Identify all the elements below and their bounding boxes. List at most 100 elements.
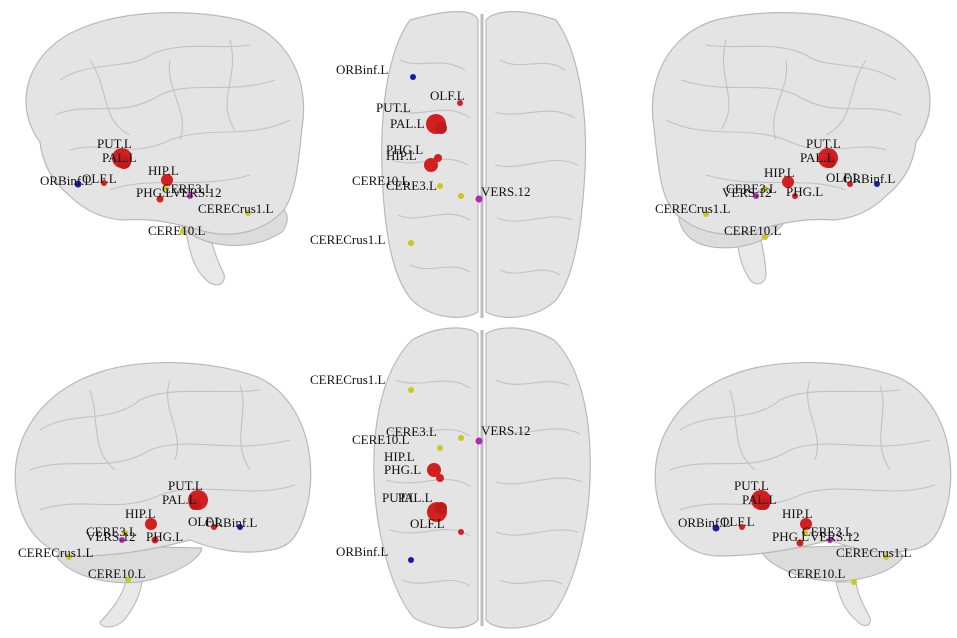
- label-HIP-L: HIP.L: [782, 506, 813, 521]
- node-ORBinf-L: [408, 557, 414, 563]
- node-PAL-L: [435, 502, 447, 514]
- node-PHG-L: [156, 195, 164, 203]
- label-PAL-L: PAL.L: [800, 150, 835, 165]
- label-CERECrus1-L: CERECrus1.L: [836, 545, 912, 560]
- brain-mesh: [14, 362, 312, 628]
- label-CERE3-L: CERE3.L: [162, 181, 213, 196]
- node-HIP-L: [800, 518, 812, 530]
- node-ORBinf-L: [712, 524, 720, 532]
- label-CERE3-L: CERE3.L: [386, 424, 437, 439]
- label-PHG-L: PHG.L: [136, 185, 173, 200]
- node-ORBinf-L: [237, 524, 243, 530]
- node-HIP-L: [427, 463, 441, 477]
- node-HIP-L: [161, 174, 173, 186]
- node-CERECrus1-L: [66, 554, 72, 560]
- label-CERECrus1-L: CERECrus1.L: [310, 232, 386, 247]
- node-PHG-L: [796, 539, 804, 547]
- node-ORBinf-L: [874, 181, 880, 187]
- node-VERS-12: [187, 193, 193, 199]
- label-PUT-L: PUT.L: [382, 490, 417, 505]
- node-OLF-L: [847, 181, 853, 187]
- label-VERS-12: VERS.12: [810, 529, 859, 544]
- node-OLF-L: [458, 529, 464, 535]
- node-CERE10-L: [437, 183, 443, 189]
- node-OLF-L: [739, 524, 745, 530]
- brain-mesh: [654, 362, 952, 627]
- label-VERS-12: VERS.12: [172, 185, 221, 200]
- label-CERE10-L: CERE10.L: [88, 566, 145, 581]
- label-ORBinf-L: ORBinf.L: [40, 173, 92, 188]
- node-VERS-12: [475, 195, 483, 203]
- node-OLF-L: [101, 180, 107, 186]
- node-CERECrus1-L: [408, 387, 414, 393]
- label-CERE3-L: CERE3.L: [86, 524, 137, 539]
- node-CERE10-L: [437, 445, 443, 451]
- label-PUT-L: PUT.L: [168, 478, 203, 493]
- label-CERECrus1-L: CERECrus1.L: [198, 201, 274, 216]
- label-OLF-L: OLF.L: [720, 514, 755, 529]
- node-CERECrus1-L: [883, 554, 889, 560]
- node-CERE3-L: [122, 530, 128, 536]
- node-PHG-L: [792, 193, 798, 199]
- node-ORBinf-L: [74, 180, 82, 188]
- label-CERECrus1-L: CERECrus1.L: [655, 201, 731, 216]
- node-VERS-12: [827, 537, 833, 543]
- label-VERS-12: VERS.12: [86, 529, 135, 544]
- panel-posterior-coronal-bottom: PUT.L PAL.L HIP.L OLF.L ORBinf.L CERE3.L…: [14, 362, 312, 628]
- label-OLF-L: OLF.L: [826, 170, 861, 185]
- node-CERECrus1-L: [703, 211, 709, 217]
- label-PAL-L: PAL.L: [398, 490, 433, 505]
- node-VERS-12: [753, 193, 759, 199]
- label-OLF-L: OLF.L: [82, 171, 117, 186]
- label-CERECrus1-L: CERECrus1.L: [18, 545, 94, 560]
- label-OLF-L: OLF.L: [410, 516, 445, 531]
- node-PAL-L: [758, 498, 770, 510]
- label-HIP-L: HIP.L: [764, 165, 795, 180]
- label-OLF-L: OLF.L: [188, 514, 223, 529]
- node-CERE10-L: [762, 234, 768, 240]
- label-ORBinf-L: ORBinf.L: [336, 544, 388, 559]
- label-VERS-12: VERS.12: [481, 184, 530, 199]
- node-PAL-L: [435, 122, 447, 134]
- label-PUT-L: PUT.L: [806, 136, 841, 151]
- label-CERE10-L: CERE10.L: [724, 223, 781, 238]
- label-CERECrus1-L: CERECrus1.L: [310, 372, 386, 387]
- node-VERS-12: [475, 437, 483, 445]
- node-PHG-L: [151, 536, 159, 544]
- label-HIP-L: HIP.L: [148, 163, 179, 178]
- label-PAL-L: PAL.L: [742, 492, 777, 507]
- label-PHG-L: PHG.L: [772, 529, 809, 544]
- node-PAL-L: [117, 155, 131, 169]
- label-PAL-L: PAL.L: [390, 116, 425, 131]
- panel-left-sagittal-top: PUT.L PAL.L HIP.L ORBinf.L OLF.L CERE3.L…: [25, 12, 305, 286]
- label-PUT-L: PUT.L: [97, 136, 132, 151]
- label-ORBinf-L: ORBinf.L: [336, 62, 388, 77]
- node-CERE10-L: [851, 579, 857, 585]
- brain-mesh: [651, 12, 931, 285]
- node-CERE3-L: [762, 186, 768, 192]
- panel-ventral-axial-bottom: CERECrus1.L CERE3.L VERS.12 CERE10.L HIP…: [310, 327, 591, 629]
- brain-mesh: [25, 12, 305, 286]
- label-ORBinf-L: ORBinf.L: [843, 171, 895, 186]
- label-HIP-L: HIP.L: [386, 148, 417, 163]
- label-HIP-L: HIP.L: [384, 449, 415, 464]
- node-CERE10-L: [125, 577, 131, 583]
- label-PHG-L: PHG.L: [786, 184, 823, 199]
- brain-mesh: [381, 11, 587, 318]
- label-PUT-L: PUT.L: [734, 478, 769, 493]
- label-CERE10-L: CERE10.L: [352, 432, 409, 447]
- node-CERE3-L: [458, 193, 464, 199]
- panel-right-sagittal-top: PUT.L PAL.L HIP.L OLF.L ORBinf.L CERE3.L…: [651, 12, 931, 285]
- node-PHG-L: [434, 154, 442, 162]
- node-VERS-12: [119, 537, 125, 543]
- panel-dorsal-axial-top: ORBinf.L OLF.L PUT.L PAL.L PHG.L HIP.L C…: [310, 11, 587, 318]
- label-PAL-L: PAL.L: [162, 492, 197, 507]
- label-PHG-L: PHG.L: [384, 462, 421, 477]
- node-CERECrus1-L: [245, 210, 251, 216]
- node-CERE10-L: [180, 228, 186, 234]
- label-CERE10-L: CERE10.L: [148, 223, 205, 238]
- label-OLF-L: OLF.L: [430, 88, 465, 103]
- label-ORBinf-L: ORBinf.L: [678, 515, 730, 530]
- node-CERE3-L: [163, 186, 169, 192]
- label-PHG-L: PHG.L: [386, 142, 423, 157]
